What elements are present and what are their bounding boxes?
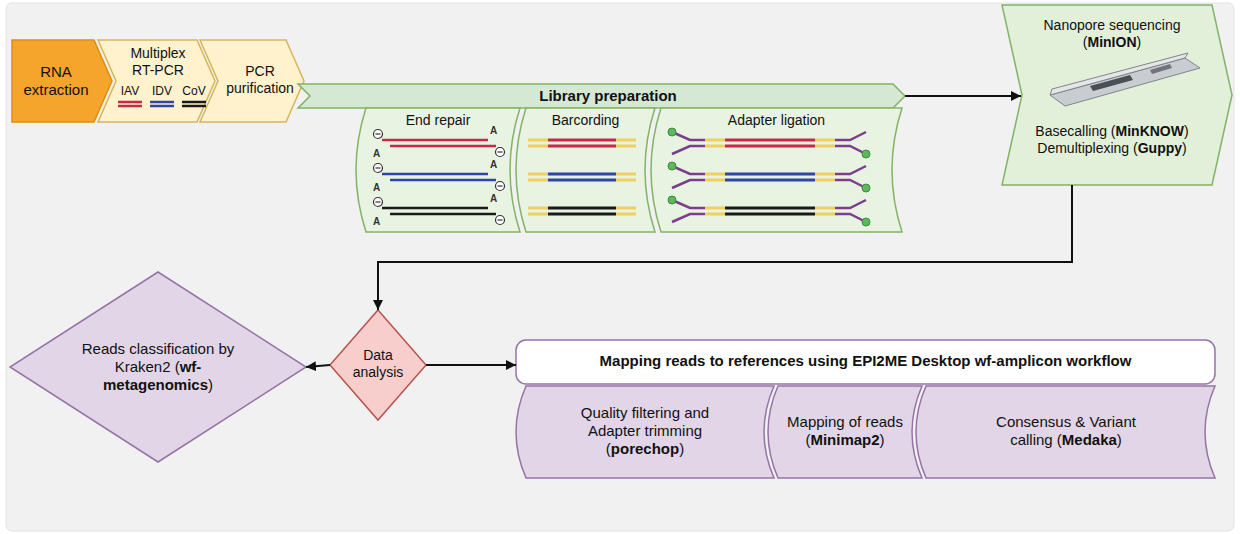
graphic-part [118, 105, 142, 108]
node-text: Multiplex RT-PCR [118, 45, 198, 79]
node-text: CoV [180, 84, 208, 98]
node-text: Library preparation [478, 87, 738, 105]
step-card: Consensus & Variant calling (Medaka) [916, 386, 1215, 478]
graphic-part [374, 198, 505, 225]
node-text: Consensus & Variant calling (Medaka) [976, 413, 1156, 449]
graphic-part [150, 105, 174, 108]
overhang-label: A [490, 194, 497, 204]
node-text: RNA extraction [18, 63, 94, 99]
graphic-part [374, 130, 505, 157]
node-text: Mapping of reads (Minimap2) [782, 413, 908, 449]
minion-device [1050, 53, 1200, 106]
node-text: Reads classification by Kraken2 (wf-meta… [78, 340, 238, 394]
node-text: Nanopore sequencing (MinION) [1014, 17, 1210, 51]
step-card: Adapter ligation [651, 108, 902, 232]
node-text: Adapter ligation [661, 112, 892, 129]
graphic-part [668, 196, 870, 226]
graphic-part [150, 101, 174, 104]
step-card-path [768, 386, 922, 478]
overhang-label: A [490, 126, 497, 136]
graphic-part [528, 208, 636, 214]
step-card-path [516, 386, 774, 478]
group-chevron: Library preparationEnd repairBarcordingA… [298, 84, 905, 232]
decision-diamond-path [330, 310, 426, 420]
step-card: Mapping of reads (Minimap2) [768, 386, 922, 478]
process-chevron: RNA extraction [12, 40, 112, 122]
process-chevron-path [1002, 5, 1232, 185]
node-text: IDV [148, 84, 176, 98]
process-chevron-path [200, 40, 304, 122]
step-card: Barcording [516, 108, 655, 232]
graphic-part [1090, 75, 1133, 91]
node-text: IAV [116, 84, 144, 98]
flow-arrow [905, 95, 1021, 97]
graphic-part [668, 162, 870, 192]
node-text: Basecalling (MinKNOW) Demultiplexing (Gu… [1027, 123, 1197, 157]
group-box-path [516, 340, 1215, 384]
decision-diamond-path [10, 272, 306, 462]
decision-diamond: Reads classification by Kraken2 (wf-meta… [10, 272, 306, 462]
step-card-path [651, 108, 902, 232]
step-card-path [916, 386, 1215, 478]
flow-arrow [426, 364, 516, 366]
group-chevron-outline [298, 84, 905, 232]
node-text: Barcording [526, 112, 645, 129]
graphic-part [668, 128, 870, 158]
graphic-part [528, 174, 636, 180]
node-text: Mapping reads to references using EPI2ME… [526, 352, 1205, 370]
node-text: Quality filtering and Adapter trimming (… [556, 404, 734, 458]
graphic-part [1050, 53, 1188, 95]
step-card-path [356, 108, 520, 232]
node-text: Data analysis [346, 347, 410, 381]
flow-arrow [306, 365, 330, 367]
overhang-label: A [373, 149, 380, 159]
step-card: Quality filtering and Adapter trimming (… [516, 386, 774, 478]
overhang-label: A [490, 160, 497, 170]
node-text: PCR purification [222, 63, 298, 97]
group-chevron-path [298, 84, 905, 108]
background-panel [6, 3, 1234, 531]
pcr-product-lines [118, 102, 206, 106]
graphic-part [182, 101, 206, 104]
library-strands [374, 128, 871, 226]
process-chevron-path [12, 40, 112, 122]
graphic-part [118, 101, 142, 104]
decision-diamond: Data analysis [330, 310, 426, 420]
process-chevron: Multiplex RT-PCR IAV IDV CoV [98, 40, 215, 122]
graphic-part [182, 105, 206, 108]
process-chevron-path [98, 40, 215, 122]
overhang-label: A [373, 183, 380, 193]
process-chevron: Nanopore sequencing (MinION) Basecalling … [1002, 5, 1232, 185]
graphic-part [1050, 58, 1200, 106]
graphic-part [528, 140, 636, 146]
step-card-path [516, 108, 655, 232]
overhang-label: A [373, 217, 380, 227]
node-text: End repair [366, 112, 510, 129]
flow-arrow [378, 185, 1072, 310]
graphic-part [1150, 64, 1172, 74]
process-chevron: PCR purification [200, 40, 304, 122]
group-box: Mapping reads to references using EPI2ME… [516, 340, 1215, 478]
graphic-part [374, 164, 505, 191]
